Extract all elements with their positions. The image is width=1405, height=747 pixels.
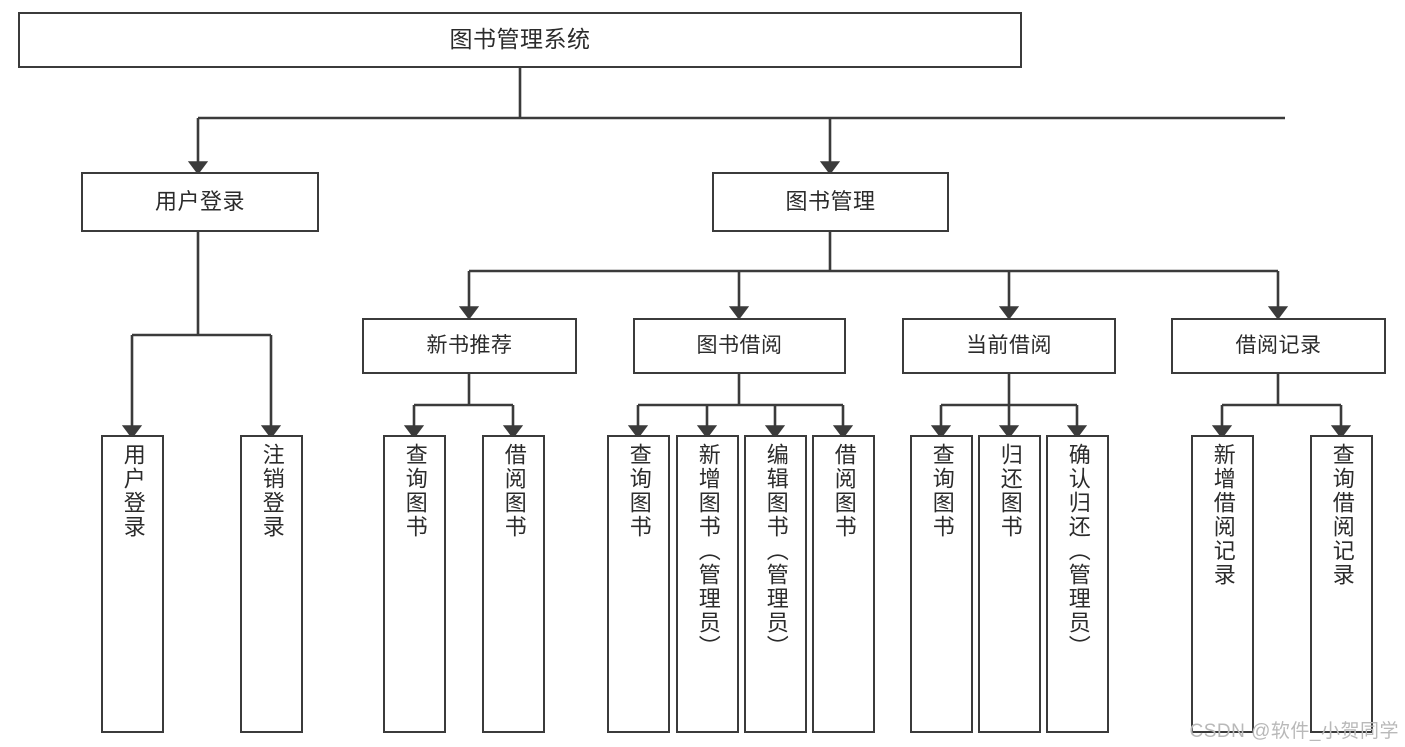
node-label: 确认归还（管理员） <box>1065 443 1091 659</box>
node-label: 图书管理系统 <box>449 26 591 53</box>
node-leaf-query-book-current[interactable]: 查询图书 <box>910 435 973 733</box>
node-label: 图书借阅 <box>696 333 783 357</box>
node-borrow-record[interactable]: 借阅记录 <box>1171 318 1386 374</box>
node-leaf-query-book-recommend[interactable]: 查询图书 <box>383 435 446 733</box>
node-leaf-query-borrow-record[interactable]: 查询借阅记录 <box>1310 435 1373 733</box>
node-label: 查询图书 <box>929 443 955 539</box>
node-label: 当前借阅 <box>966 333 1052 357</box>
node-label: 借阅图书 <box>501 443 527 539</box>
node-leaf-confirm-return[interactable]: 确认归还（管理员） <box>1046 435 1109 733</box>
node-leaf-return-book[interactable]: 归还图书 <box>978 435 1041 733</box>
node-label: 查询借阅记录 <box>1329 443 1355 587</box>
node-label: 用户登录 <box>154 189 245 215</box>
node-leaf-add-book[interactable]: 新增图书（管理员） <box>676 435 739 733</box>
node-leaf-logout-login[interactable]: 注销登录 <box>240 435 303 733</box>
node-label: 注销登录 <box>259 443 285 539</box>
node-leaf-user-login[interactable]: 用户登录 <box>101 435 164 733</box>
node-leaf-add-borrow-record[interactable]: 新增借阅记录 <box>1191 435 1254 733</box>
node-label: 查询图书 <box>402 443 428 539</box>
node-book-management[interactable]: 图书管理 <box>712 172 949 232</box>
node-leaf-query-book-borrow[interactable]: 查询图书 <box>607 435 670 733</box>
node-leaf-borrow-book[interactable]: 借阅图书 <box>812 435 875 733</box>
node-book-borrow[interactable]: 图书借阅 <box>633 318 846 374</box>
node-label: 借阅记录 <box>1235 333 1322 357</box>
node-label: 新增借阅记录 <box>1210 443 1236 587</box>
node-label: 归还图书 <box>997 443 1023 539</box>
node-label: 用户登录 <box>120 443 146 539</box>
node-user-login[interactable]: 用户登录 <box>81 172 319 232</box>
node-new-book-recommend[interactable]: 新书推荐 <box>362 318 577 374</box>
node-label: 新书推荐 <box>426 333 513 357</box>
node-label: 图书管理 <box>785 189 876 215</box>
node-leaf-borrow-book-recommend[interactable]: 借阅图书 <box>482 435 545 733</box>
node-book-management-system[interactable]: 图书管理系统 <box>18 12 1022 68</box>
node-label: 查询图书 <box>626 443 652 539</box>
node-label: 新增图书（管理员） <box>695 443 721 659</box>
watermark: CSDN @软件_小贺同学 <box>1189 721 1399 742</box>
node-label: 借阅图书 <box>831 443 857 539</box>
node-label: 编辑图书（管理员） <box>763 443 789 659</box>
node-leaf-edit-book[interactable]: 编辑图书（管理员） <box>744 435 807 733</box>
node-current-borrow[interactable]: 当前借阅 <box>902 318 1116 374</box>
